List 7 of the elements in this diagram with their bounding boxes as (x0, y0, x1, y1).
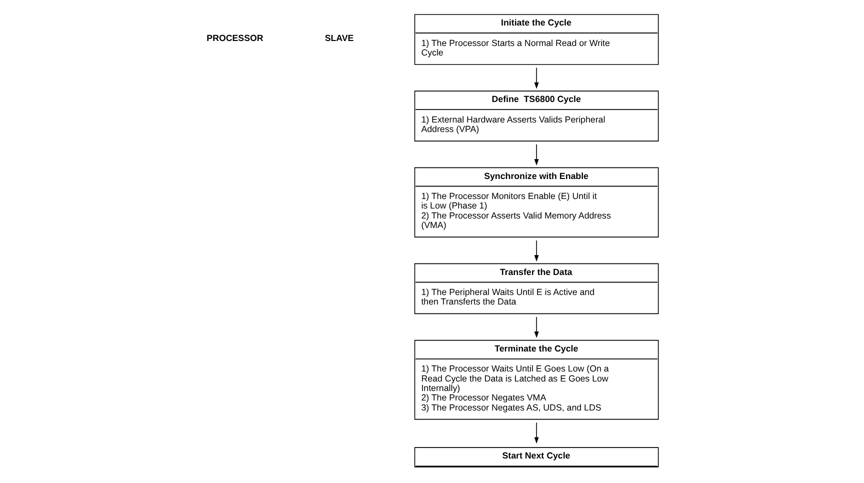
arrow (534, 316, 538, 338)
arrow (534, 67, 538, 89)
label: PROCESSOR (206, 32, 263, 43)
arrow (534, 240, 538, 262)
arrow (534, 422, 538, 444)
label: SLAVE (324, 32, 354, 43)
arrow (534, 144, 538, 166)
